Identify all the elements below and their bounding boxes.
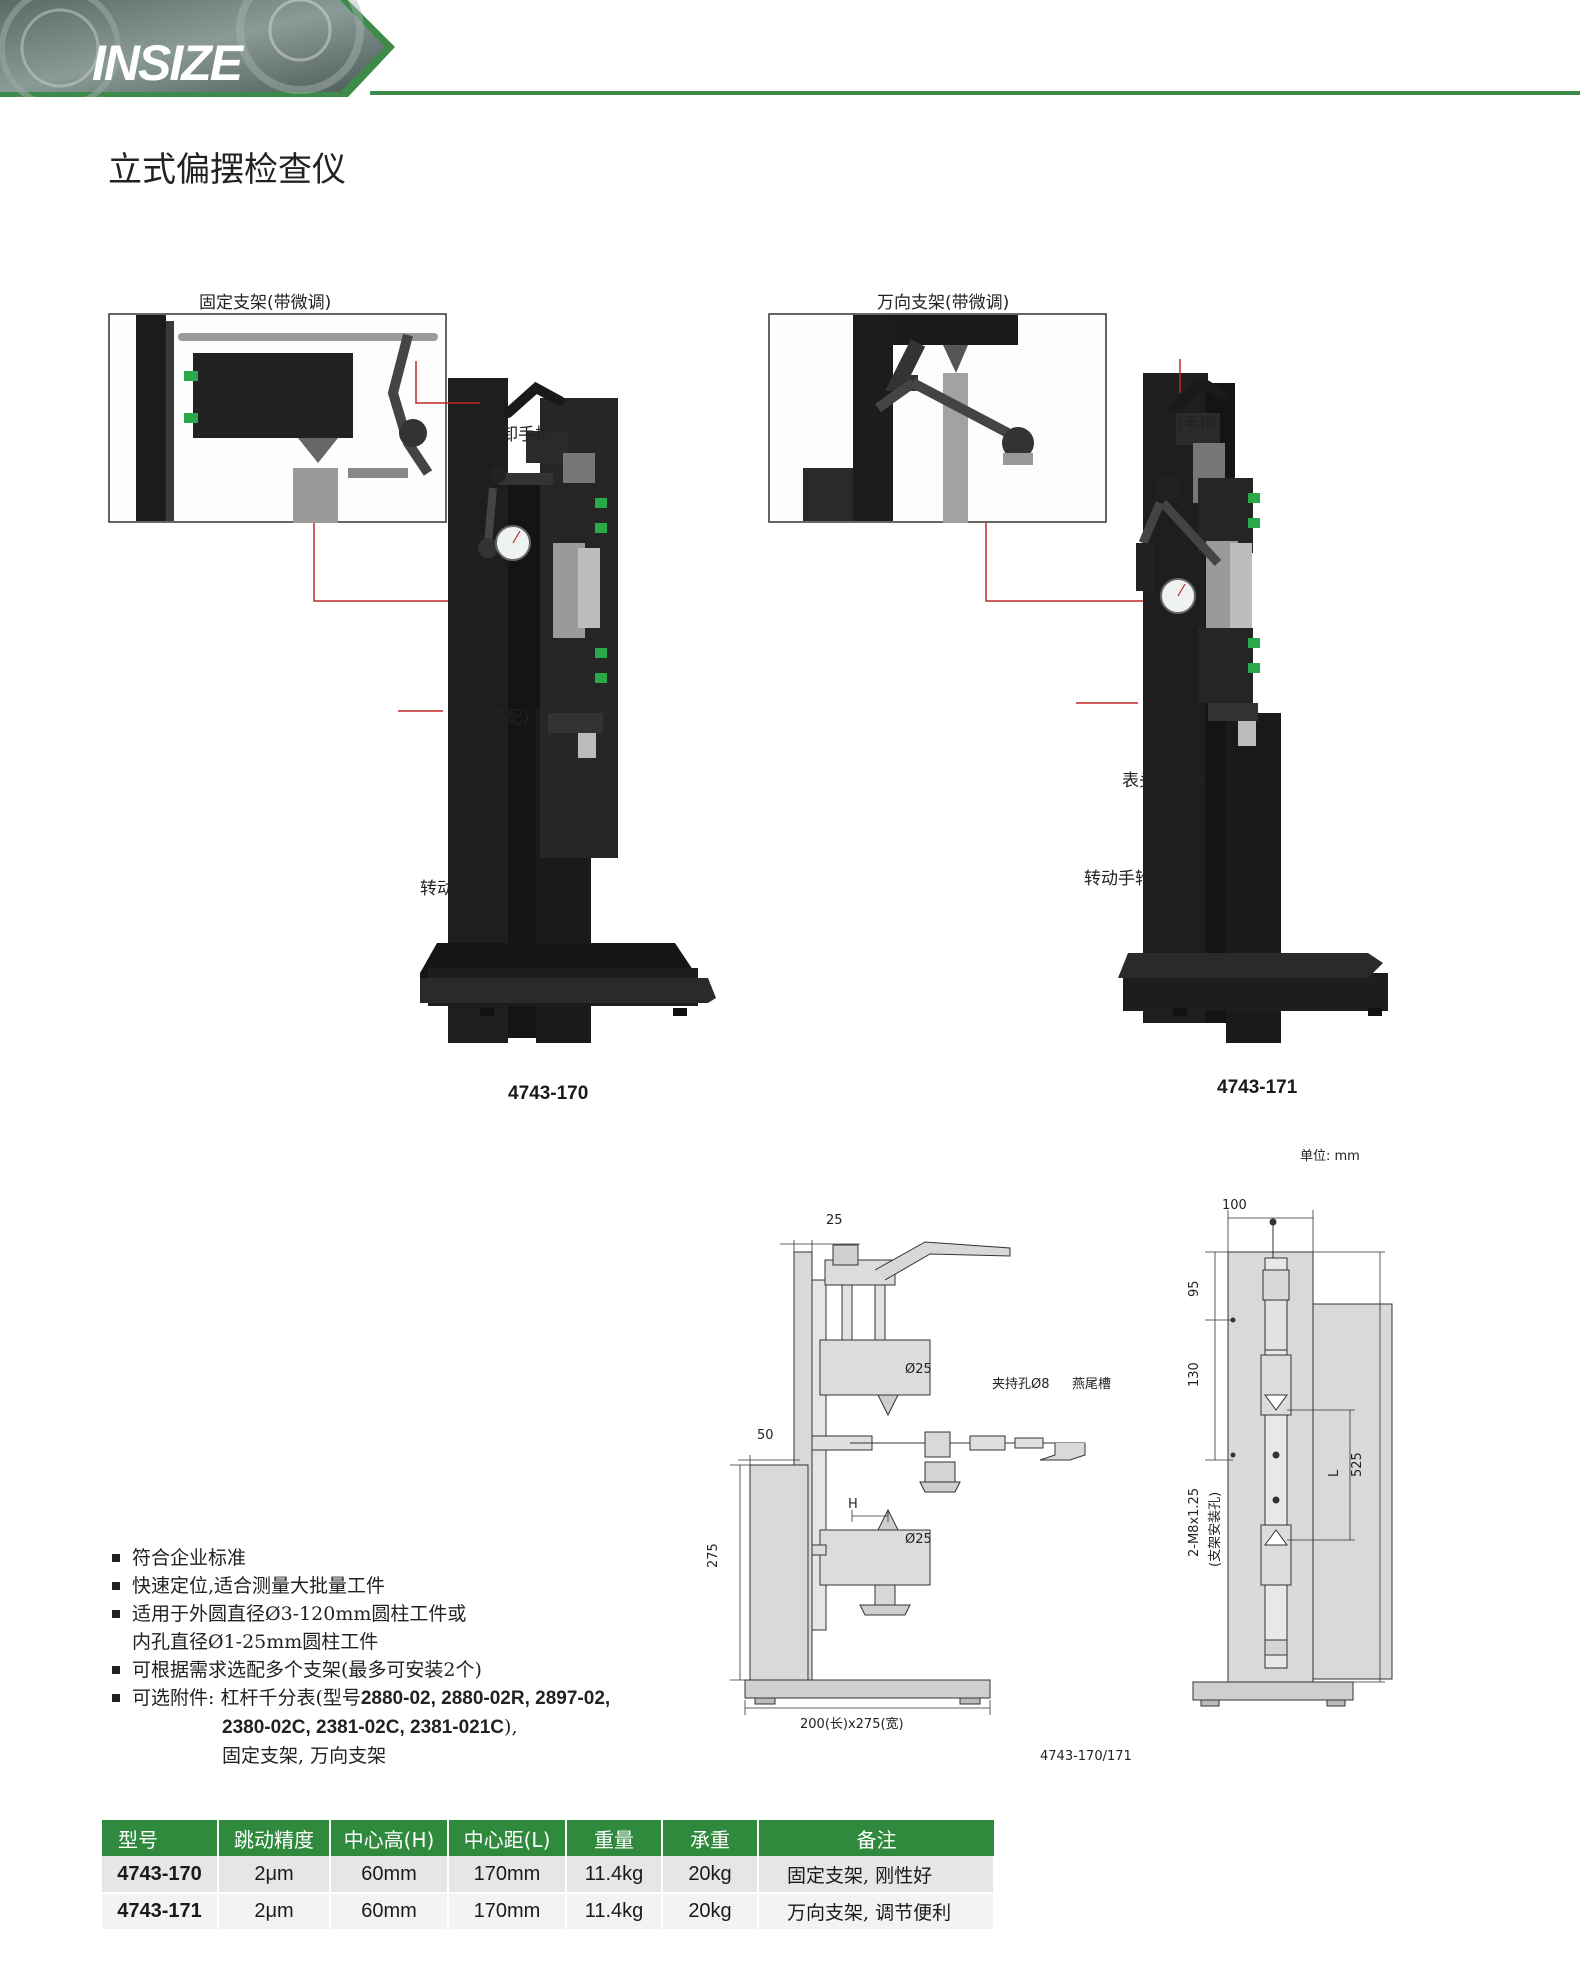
inset-caption-fixed: 固定支架(带微调): [199, 293, 332, 313]
cell-center-height: 60mm: [330, 1893, 449, 1931]
feature-item-continued: 固定支架, 万向支架: [222, 1745, 387, 1767]
dim-130: 130: [1187, 1362, 1202, 1387]
model-label-171: 4743-171: [1217, 1077, 1298, 1098]
table-row: 4743-171 2μm 60mm 170mm 11.4kg 20kg 万向支架…: [102, 1893, 995, 1931]
header-banner: [0, 0, 395, 97]
cell-weight: 11.4kg: [566, 1893, 663, 1931]
callout-wheel-171: 转动手轮: [1084, 869, 1152, 889]
cell-note: 固定支架, 刚性好: [758, 1856, 995, 1894]
feature-item: 快速定位,适合测量大批量工件: [110, 1572, 670, 1600]
product-photo-4743-170: [108, 313, 716, 1043]
feature-item: 可根据需求选配多个支架(最多可安装2个): [110, 1656, 670, 1684]
dim-525: 525: [1350, 1452, 1365, 1477]
dim-l: L: [1327, 1469, 1342, 1477]
dovetail-label: 燕尾槽: [1072, 1377, 1112, 1392]
cell-note: 万向支架, 调节便利: [758, 1893, 995, 1931]
technical-drawing: [730, 1240, 1393, 1715]
feature-item: 可选附件: 杠杆千分表(型号2880-02, 2880-02R, 2897-02…: [110, 1684, 670, 1713]
feature-accessory-models: 2880-02, 2880-02R, 2897-02,: [360, 1688, 611, 1709]
col-header: 中心距(L): [448, 1820, 567, 1856]
cell-model: 4743-170: [102, 1856, 219, 1894]
dim-50: 50: [757, 1428, 774, 1443]
callout-indicator-171: 表头(选配): [1122, 771, 1204, 791]
feature-item-continued: 内孔直径Ø1-25mm圆柱工件: [132, 1631, 379, 1653]
feature-list: 符合企业标准 快速定位,适合测量大批量工件 适用于外圆直径Ø3-120mm圆柱工…: [110, 1544, 670, 1770]
cell-load: 20kg: [662, 1856, 759, 1894]
table-header-row: 型号 跳动精度 中心高(H) 中心距(L) 重量 承重 备注: [102, 1820, 994, 1856]
dim-25: 25: [826, 1213, 843, 1228]
dia-bottom: Ø25: [905, 1532, 932, 1547]
table-row: 4743-170 2μm 60mm 170mm 11.4kg 20kg 固定支架…: [102, 1856, 995, 1894]
inset-caption-universal: 万向支架(带微调): [877, 293, 1010, 313]
feature-item: 符合企业标准: [110, 1544, 670, 1572]
product-photo-4743-171: [768, 313, 1388, 1043]
feature-accessory-models-2-suffix: ),: [504, 1716, 518, 1738]
callout-indicator-170: 表头(选配): [448, 708, 530, 728]
page-title: 立式偏摆检查仪: [108, 150, 346, 190]
page-header: INSIZE: [0, 0, 1588, 100]
col-header: 型号: [102, 1820, 219, 1856]
header-rule: [370, 91, 1580, 95]
col-header: 跳动精度: [218, 1820, 331, 1856]
dim-95: 95: [1187, 1280, 1202, 1297]
cell-load: 20kg: [662, 1893, 759, 1931]
brand-logo: INSIZE: [92, 35, 243, 91]
callout-handle-170: 装卸手柄: [484, 425, 552, 445]
feature-accessory-models-2: 2380-02C, 2381-02C, 2381-021C: [222, 1717, 505, 1738]
mount-holes-label: 2-M8x1.25: [1187, 1487, 1202, 1557]
dim-275: 275: [706, 1543, 721, 1568]
col-header: 承重: [662, 1820, 759, 1856]
clamp-hole-label: 夹持孔Ø8: [992, 1377, 1050, 1392]
model-label-170: 4743-170: [508, 1083, 589, 1104]
cell-center-height: 60mm: [330, 1856, 449, 1894]
cell-weight: 11.4kg: [566, 1856, 663, 1894]
cell-accuracy: 2μm: [218, 1856, 331, 1894]
feature-item-continued: 2380-02C, 2381-02C, 2381-021C),: [110, 1713, 670, 1742]
dim-100: 100: [1222, 1198, 1247, 1213]
col-header: 备注: [758, 1820, 994, 1856]
col-header: 重量: [566, 1820, 663, 1856]
spec-table: 型号 跳动精度 中心高(H) 中心距(L) 重量 承重 备注 4743-170 …: [102, 1820, 995, 1931]
col-header: 中心高(H): [330, 1820, 449, 1856]
unit-note: 单位: mm: [1300, 1149, 1360, 1164]
front-view-drawing: [1192, 1210, 1385, 1707]
callout-handle-171: 装卸手柄: [1148, 415, 1216, 435]
dia-top: Ø25: [905, 1362, 932, 1377]
feature-accessory-prefix: 可选附件: 杠杆千分表(型号: [132, 1687, 361, 1709]
cell-center-distance: 170mm: [448, 1893, 567, 1931]
drawing-model-ref: 4743-170/171: [1040, 1749, 1132, 1764]
cell-accuracy: 2μm: [218, 1893, 331, 1931]
cell-center-distance: 170mm: [448, 1856, 567, 1894]
dim-h: H: [848, 1497, 858, 1512]
cell-model: 4743-171: [102, 1893, 219, 1931]
feature-item: 适用于外圆直径Ø3-120mm圆柱工件或: [110, 1600, 670, 1628]
mount-holes-note: (支架安装孔): [1208, 1491, 1223, 1567]
base-size-label: 200(长)x275(宽): [800, 1717, 904, 1732]
callout-wheel-170: 转动手轮: [420, 879, 488, 899]
